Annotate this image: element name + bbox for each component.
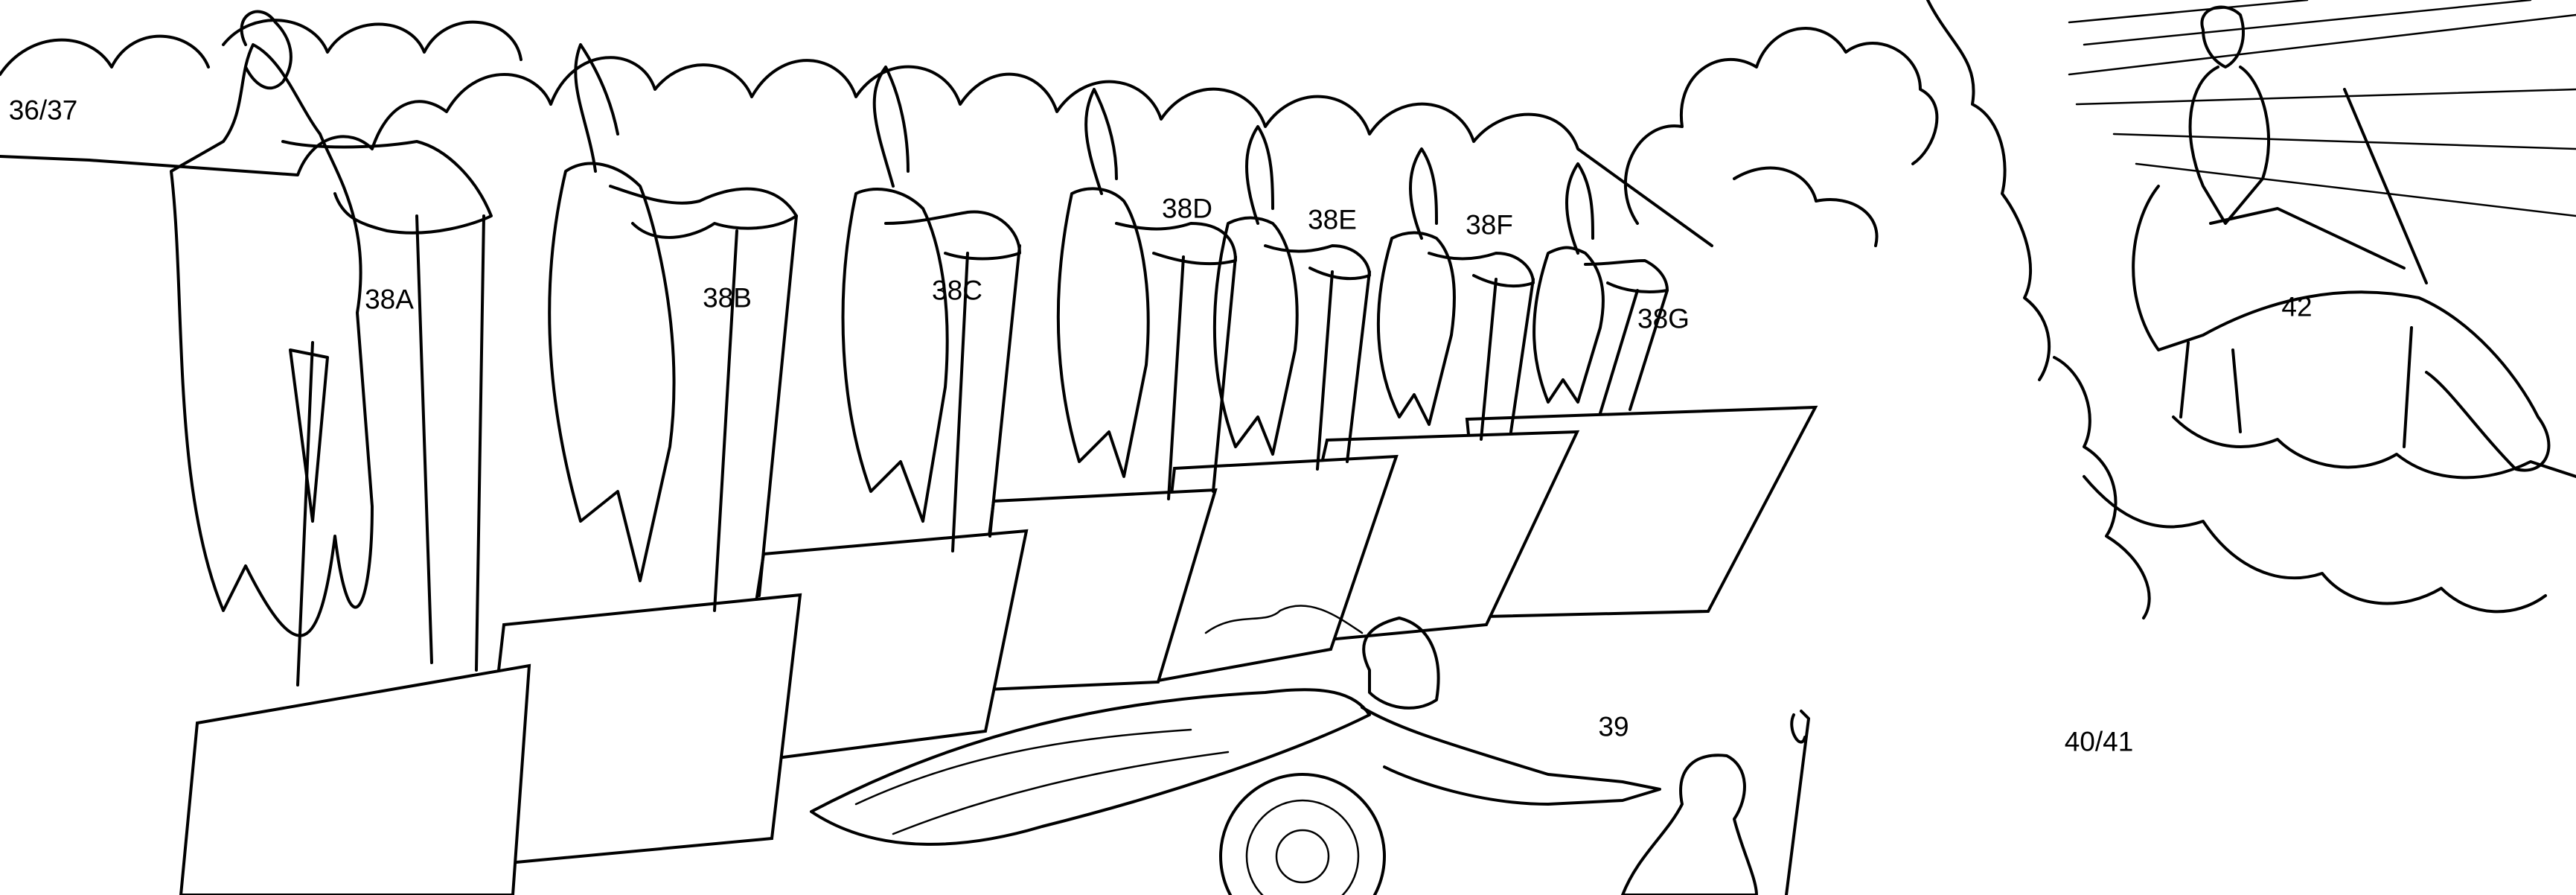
label-38b: 38B — [703, 282, 752, 313]
label-38f: 38F — [1466, 209, 1513, 241]
angel-38a — [170, 10, 493, 687]
angel-38c — [841, 66, 1021, 552]
angel-38d — [1056, 88, 1237, 500]
angel-38e — [1212, 125, 1371, 471]
label-38c: 38C — [932, 275, 982, 306]
label-38d: 38D — [1162, 193, 1212, 224]
label-39: 39 — [1598, 711, 1629, 742]
label-38a: 38A — [365, 284, 414, 315]
label-36-37: 36/37 — [8, 95, 78, 126]
old-man-figure — [1621, 710, 1810, 895]
panel-38a — [179, 663, 531, 895]
label-40-41: 40/41 — [2064, 726, 2134, 757]
angels — [170, 10, 1669, 687]
panels — [179, 405, 1818, 895]
label-42: 42 — [2281, 291, 2313, 322]
angel-38b — [548, 43, 798, 612]
angel-38g — [1533, 162, 1669, 415]
label-38g: 38G — [1637, 303, 1690, 334]
warrior-figure — [810, 605, 1661, 895]
clouds — [0, 0, 2576, 620]
label-38e: 38E — [1308, 204, 1357, 235]
rider-on-horse — [2068, 0, 2576, 472]
angel-38f — [1376, 147, 1535, 441]
